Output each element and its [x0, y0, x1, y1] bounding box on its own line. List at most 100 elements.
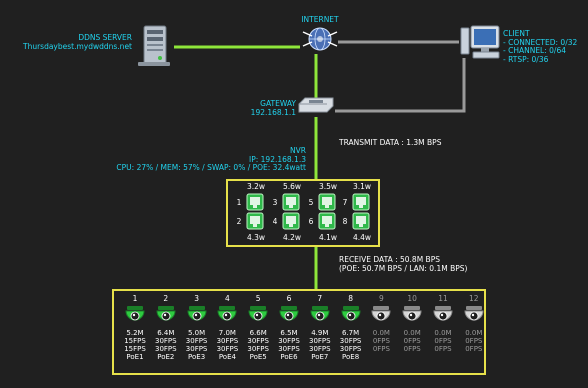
server-icon[interactable]: [134, 24, 174, 68]
camera-fps1: 30FPS: [339, 337, 362, 345]
camera-number: 5: [255, 294, 261, 303]
camera-fps1: 30FPS: [278, 337, 300, 345]
port-num-8: 8: [342, 217, 348, 226]
camera-fps1: 30FPS: [185, 337, 208, 345]
dome-camera-icon[interactable]: [339, 303, 363, 327]
ethernet-port-icon[interactable]: [352, 193, 370, 211]
camera-poe: PoE6: [280, 353, 298, 361]
gateway-label: GATEWAY 192.168.1.1: [230, 99, 296, 117]
camera-rate: 6.6M: [249, 329, 267, 337]
ethernet-port-icon[interactable]: [282, 212, 300, 230]
camera-rate: 0.0M: [434, 329, 452, 337]
ethernet-port-icon[interactable]: [246, 193, 264, 211]
dome-camera-icon[interactable]: [277, 303, 301, 327]
nvr-label: NVR IP: 192.168.1.3 CPU: 27% / MEM: 57% …: [60, 146, 306, 173]
camera-fps1: 30FPS: [154, 337, 177, 345]
ethernet-port-icon[interactable]: [282, 193, 300, 211]
port-watt-8: 4.4w: [352, 233, 372, 242]
camera-rate: 0.0M: [403, 329, 421, 337]
ethernet-port-icon[interactable]: [318, 193, 336, 211]
camera-fps2: 0FPS: [403, 345, 421, 353]
camera-number: 7: [317, 294, 323, 303]
receive-data: RECEIVE DATA : 50.8M BPS (POE: 50.7M BPS…: [339, 255, 468, 273]
dome-camera-icon[interactable]: [185, 303, 209, 327]
dome-camera-icon[interactable]: [400, 303, 424, 327]
camera-number: 8: [348, 294, 353, 303]
camera-fps2: 30FPS: [185, 345, 208, 353]
gateway-ip: 192.168.1.1: [250, 107, 296, 117]
camera-poe: PoE2: [157, 353, 175, 361]
dome-camera-icon[interactable]: [462, 303, 486, 327]
camera-number: 12: [469, 294, 479, 303]
dome-camera-icon[interactable]: [215, 303, 239, 327]
camera-rate: 5.0M: [188, 329, 206, 337]
camera-poe: PoE4: [218, 353, 236, 361]
camera-fps1: 30FPS: [308, 337, 331, 345]
camera-fps2: 30FPS: [308, 345, 331, 353]
client-rtsp: - RTSP: 0/36: [503, 54, 549, 64]
camera-poe: PoE8: [342, 353, 360, 361]
ethernet-port-icon[interactable]: [246, 212, 264, 230]
ddns-host: Thursdaybest.mydwddns.net: [23, 41, 132, 51]
port-watt-6: 4.1w: [318, 233, 338, 242]
camera-fps2: 30FPS: [216, 345, 239, 353]
port-num-2: 2: [236, 217, 242, 226]
internet-title: INTERNET: [301, 15, 339, 24]
client-channel: - CHANNEL: 0/64: [503, 46, 566, 55]
camera-fps1: 0FPS: [372, 337, 390, 345]
transmit-data: TRANSMIT DATA : 1.3M BPS: [339, 138, 442, 147]
dome-camera-icon[interactable]: [123, 303, 147, 327]
camera-fps1: 30FPS: [247, 337, 269, 345]
router-icon[interactable]: [297, 96, 335, 116]
camera-rate: 0.0M: [372, 329, 390, 337]
camera-poe: PoE5: [249, 353, 267, 361]
port-watt-3: 5.6w: [282, 182, 302, 191]
port-watt-2: 4.3w: [246, 233, 266, 242]
port-watt-4: 4.2w: [282, 233, 302, 242]
camera-rate: 4.9M: [311, 329, 329, 337]
camera-fps2: 30FPS: [278, 345, 300, 353]
camera-fps2: 30FPS: [339, 345, 362, 353]
camera-fps1: 0FPS: [465, 337, 483, 345]
ddns-title: DDNS SERVER: [78, 33, 132, 42]
receive-line-2: (POE: 50.7M BPS / LAN: 0.1M BPS): [339, 263, 468, 273]
globe-icon[interactable]: [300, 24, 340, 54]
camera-rate: 6.7M: [342, 329, 360, 337]
ethernet-port-icon[interactable]: [352, 212, 370, 230]
camera-rate: 0.0M: [465, 329, 483, 337]
camera-number: 9: [379, 294, 384, 303]
client-label: CLIENT - CONNECTED: 0/32 - CHANNEL: 0/64…: [503, 29, 583, 64]
port-num-7: 7: [342, 198, 348, 207]
port-num-5: 5: [308, 198, 314, 207]
camera-fps2: 0FPS: [434, 345, 452, 353]
camera-rate: 7.0M: [218, 329, 236, 337]
ethernet-port-icon[interactable]: [318, 212, 336, 230]
port-watt-5: 3.5w: [318, 182, 338, 191]
port-watt-7: 3.1w: [352, 182, 372, 191]
camera-number: 2: [163, 294, 169, 303]
receive-line-1: RECEIVE DATA : 50.8M BPS: [339, 255, 440, 264]
camera-fps1: 0FPS: [434, 337, 452, 345]
computer-icon[interactable]: [459, 22, 507, 66]
nvr-stats: CPU: 27% / MEM: 57% / SWAP: 0% / POE: 32…: [116, 163, 306, 172]
port-watt-1: 3.2w: [246, 182, 266, 191]
dome-camera-icon[interactable]: [308, 303, 332, 327]
client-title: CLIENT: [503, 29, 530, 38]
camera-fps2: 30FPS: [247, 345, 269, 353]
port-num-1: 1: [236, 198, 242, 207]
dome-camera-icon[interactable]: [246, 303, 270, 327]
camera-fps2: 0FPS: [465, 345, 483, 353]
dome-camera-icon[interactable]: [154, 303, 178, 327]
dome-camera-icon[interactable]: [369, 303, 393, 327]
camera-rate: 6.5M: [280, 329, 298, 337]
camera-fps1: 15FPS: [124, 337, 146, 345]
dome-camera-icon[interactable]: [431, 303, 455, 327]
camera-fps2: 15FPS: [124, 345, 146, 353]
camera-poe: PoE7: [311, 353, 329, 361]
camera-fps1: 30FPS: [216, 337, 239, 345]
nvr-ip: IP: 192.168.1.3: [249, 154, 306, 164]
port-num-6: 6: [308, 217, 314, 226]
ddns-label: DDNS SERVER Thursdaybest.mydwddns.net: [22, 33, 132, 51]
